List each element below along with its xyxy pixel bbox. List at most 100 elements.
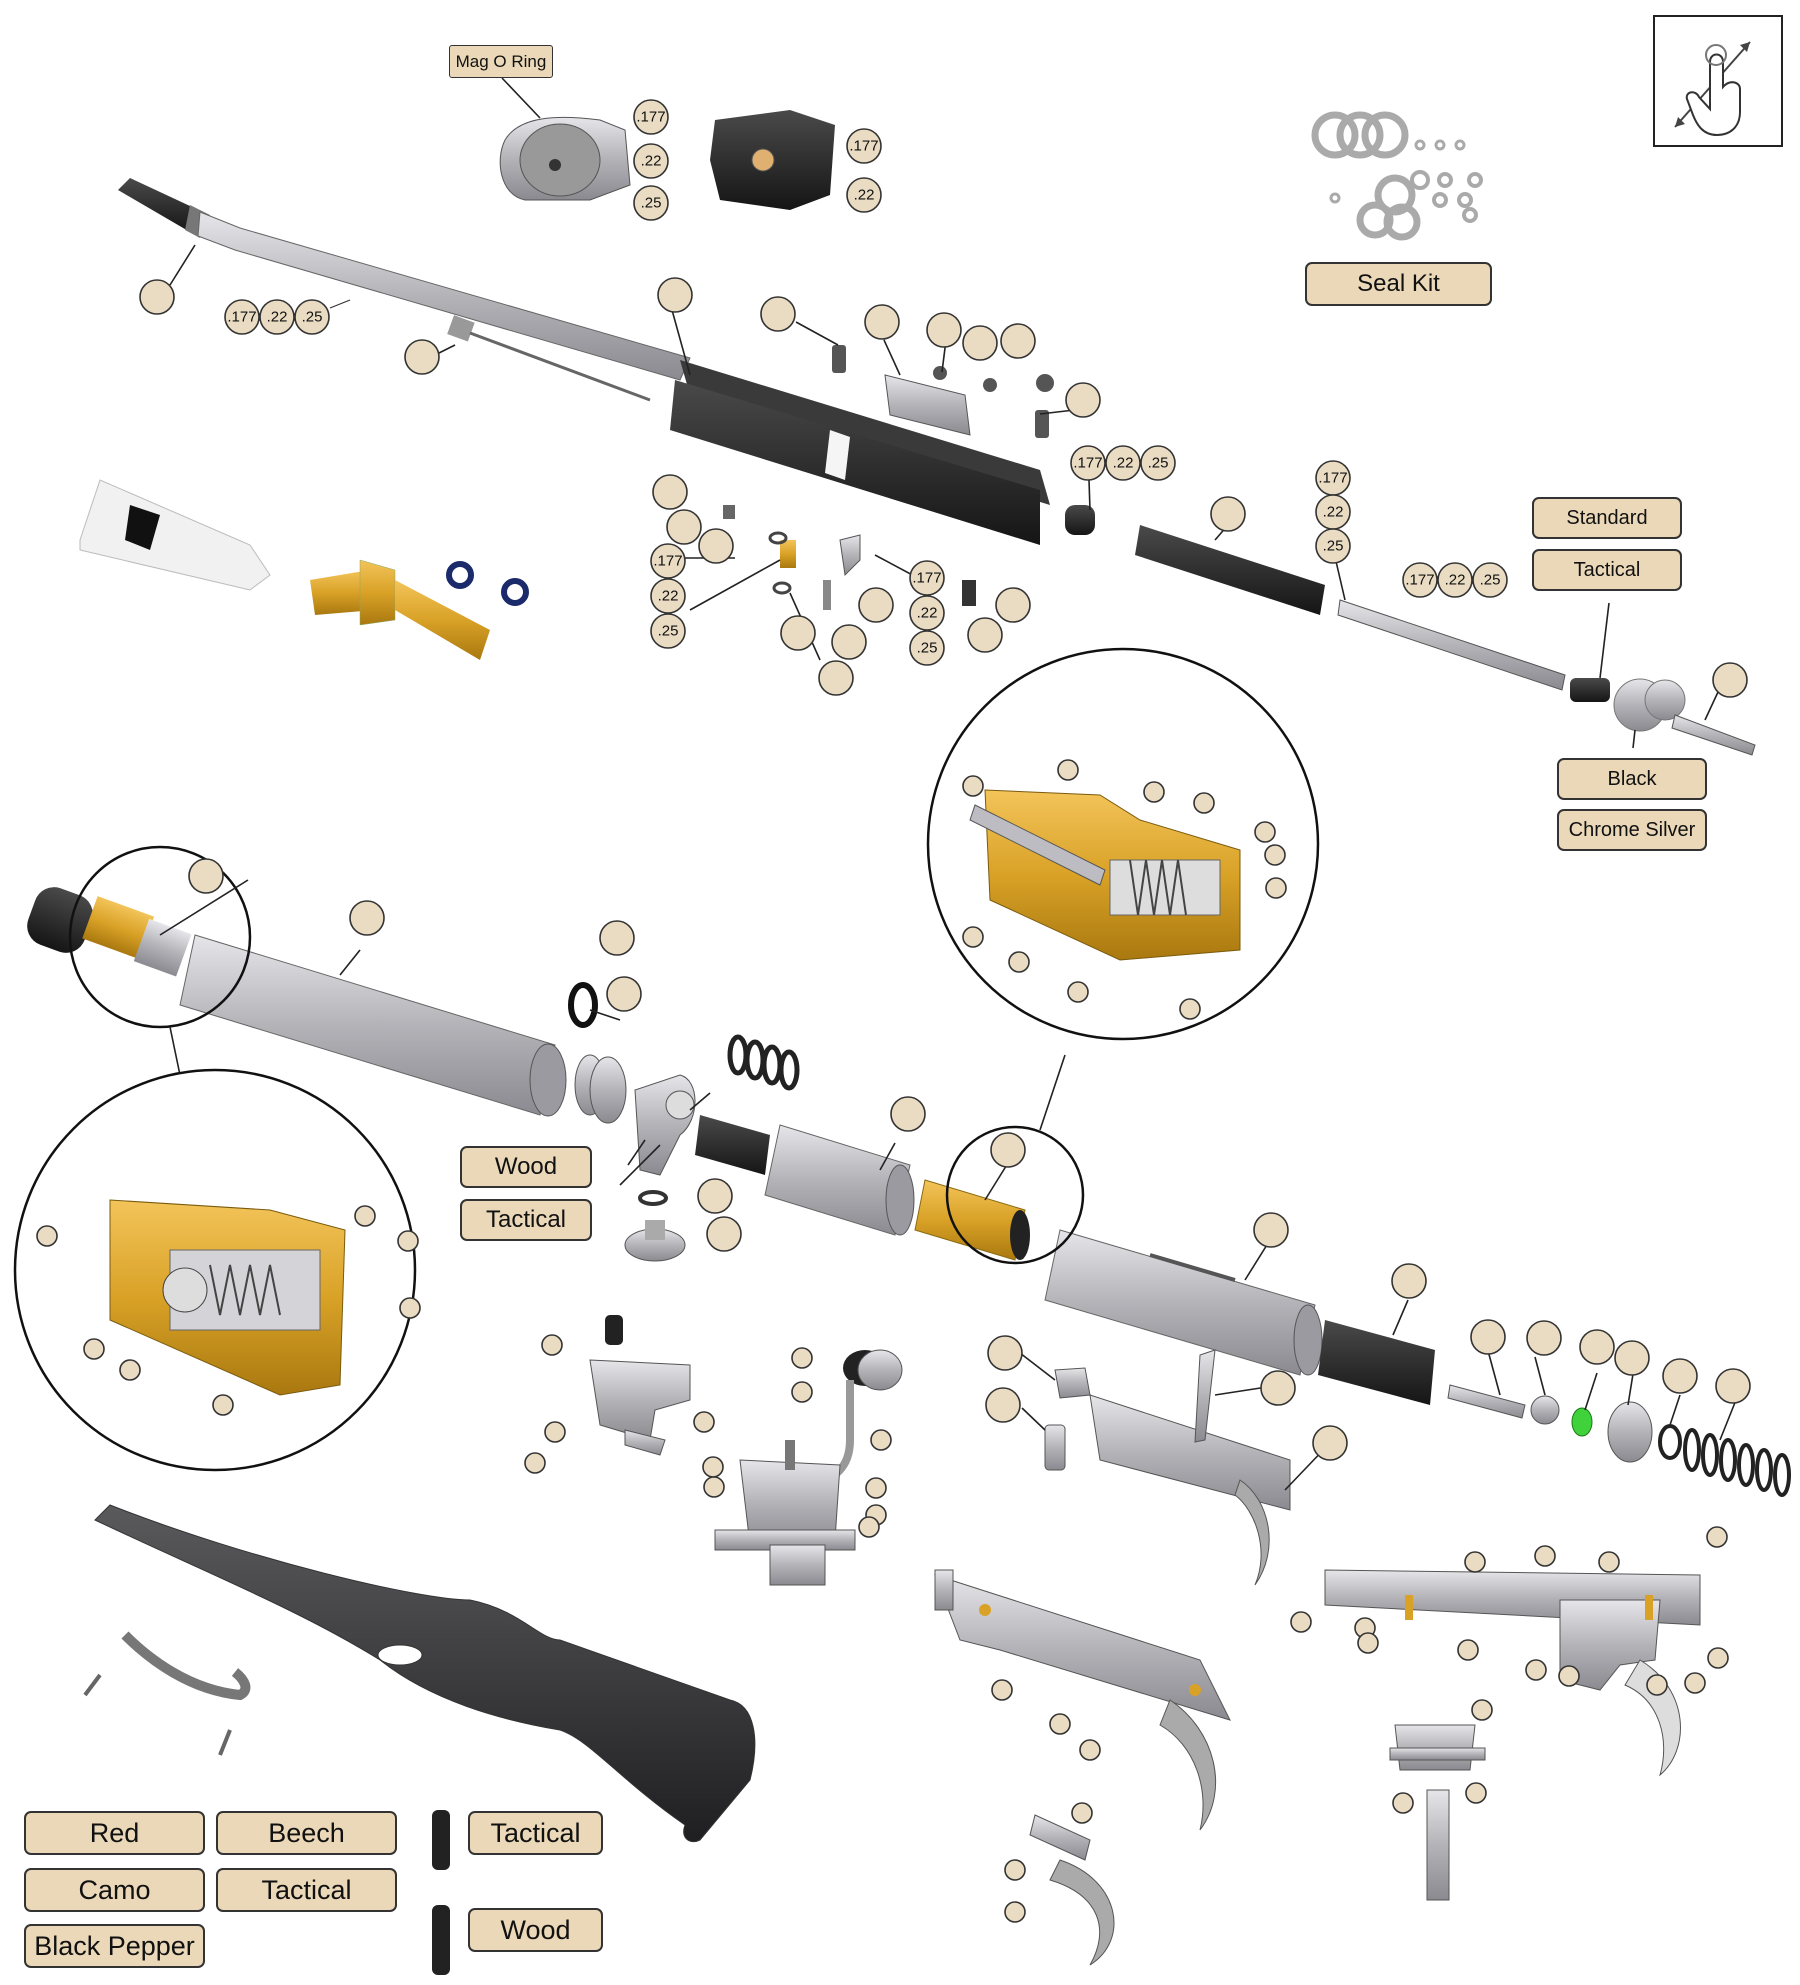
magazine-housing-part[interactable]	[710, 110, 835, 210]
bolt-sleeve[interactable]	[1135, 525, 1325, 615]
part-callout[interactable]	[1179, 998, 1201, 1020]
safety-catch[interactable]	[589, 1315, 691, 1456]
caliber-callout-c22[interactable]	[650, 578, 686, 614]
part-callout[interactable]	[962, 325, 998, 361]
part-callout[interactable]	[599, 920, 635, 956]
hammer-rod-parts[interactable]	[1447, 1384, 1682, 1463]
rifle-stock[interactable]	[94, 1504, 756, 1843]
part-callout[interactable]	[1707, 1647, 1729, 1669]
rail-clamp[interactable]	[884, 374, 971, 436]
label-stock-tactical[interactable]: Tactical	[216, 1868, 397, 1912]
label-seal-kit[interactable]: Seal Kit	[1305, 262, 1492, 306]
trigger-sear-block[interactable]	[1389, 1724, 1486, 1901]
part-callout[interactable]	[666, 509, 702, 545]
part-callout[interactable]	[1464, 1551, 1486, 1573]
probe-rod[interactable]	[1337, 599, 1566, 691]
valve-springs[interactable]	[727, 1034, 800, 1091]
cylinder-end-cap[interactable]	[22, 882, 192, 977]
touch-zoom-hint[interactable]	[1653, 15, 1783, 147]
part-callout[interactable]	[83, 1338, 105, 1360]
part-callout[interactable]	[990, 1132, 1026, 1168]
part-callout[interactable]	[760, 296, 796, 332]
trigger-guard[interactable]	[83, 1631, 251, 1756]
part-callout[interactable]	[697, 1178, 733, 1214]
receiver-block[interactable]	[670, 360, 1050, 545]
part-callout[interactable]	[1646, 1674, 1668, 1696]
part-callout[interactable]	[1067, 981, 1089, 1003]
trigger-adjuster-assembly[interactable]	[714, 1349, 903, 1586]
caliber-callout-c22[interactable]	[1315, 494, 1351, 530]
label-stock-camo[interactable]: Camo	[24, 1868, 205, 1912]
trigger-unit-exploded[interactable]	[1044, 1349, 1291, 1586]
label-wood-knob[interactable]: Wood	[460, 1146, 592, 1188]
part-callout[interactable]	[698, 528, 734, 564]
part-callout[interactable]	[1465, 1782, 1487, 1804]
part-callout[interactable]	[1614, 1340, 1650, 1376]
label-mag-o-ring[interactable]: Mag O Ring	[449, 45, 553, 78]
bolt-handle[interactable]	[1570, 678, 1756, 756]
caliber-callout-c177[interactable]	[1315, 460, 1351, 496]
part-callout[interactable]	[349, 900, 385, 936]
part-callout[interactable]	[864, 304, 900, 340]
part-callout[interactable]	[1049, 1713, 1071, 1735]
label-screw-wood[interactable]: Wood	[468, 1908, 603, 1952]
part-callout[interactable]	[1457, 1639, 1479, 1661]
part-callout[interactable]	[1715, 1368, 1751, 1404]
caliber-callout-c25[interactable]	[633, 185, 669, 221]
part-callout[interactable]	[987, 1335, 1023, 1371]
caliber-callout-c22[interactable]	[1105, 445, 1141, 481]
valve-body-brass[interactable]	[914, 1179, 1030, 1261]
caliber-callout-c177[interactable]	[1402, 562, 1438, 598]
part-callout[interactable]	[1071, 1802, 1093, 1824]
part-callout[interactable]	[991, 1679, 1013, 1701]
caliber-callout-c25[interactable]	[1315, 528, 1351, 564]
part-callout[interactable]	[404, 339, 440, 375]
part-callout[interactable]	[703, 1476, 725, 1498]
pressure-knob[interactable]	[624, 1190, 686, 1262]
part-callout[interactable]	[1684, 1672, 1706, 1694]
part-callout[interactable]	[1210, 496, 1246, 532]
stock-screws[interactable]	[432, 1810, 450, 1975]
part-callout[interactable]	[791, 1381, 813, 1403]
caliber-callout-c177[interactable]	[909, 560, 945, 596]
part-callout[interactable]	[1290, 1611, 1312, 1633]
air-cylinder[interactable]	[179, 934, 567, 1117]
caliber-callout-c177[interactable]	[224, 299, 260, 335]
label-stock-red[interactable]: Red	[24, 1811, 205, 1855]
part-callout[interactable]	[702, 1456, 724, 1478]
part-callout[interactable]	[139, 279, 175, 315]
part-callout[interactable]	[1706, 1526, 1728, 1548]
caliber-callout-c22[interactable]	[909, 595, 945, 631]
part-callout[interactable]	[870, 1429, 892, 1451]
part-callout[interactable]	[780, 615, 816, 651]
part-callout[interactable]	[397, 1230, 419, 1252]
part-callout[interactable]	[791, 1347, 813, 1369]
part-callout[interactable]	[926, 312, 962, 348]
part-callout[interactable]	[693, 1411, 715, 1433]
magazine-part[interactable]	[499, 116, 631, 201]
part-callout[interactable]	[399, 1297, 421, 1319]
part-callout[interactable]	[1265, 877, 1287, 899]
part-callout[interactable]	[1392, 1792, 1414, 1814]
trigger-assembled-left[interactable]	[934, 1569, 1231, 1831]
part-callout[interactable]	[985, 1387, 1021, 1423]
label-stock-beech[interactable]: Beech	[216, 1811, 397, 1855]
part-callout[interactable]	[657, 277, 693, 313]
part-callout[interactable]	[119, 1359, 141, 1381]
label-screw-tactical[interactable]: Tactical	[468, 1811, 603, 1855]
part-callout[interactable]	[1525, 1659, 1547, 1681]
caliber-callout-c22[interactable]	[846, 177, 882, 213]
part-callout[interactable]	[831, 624, 867, 660]
part-callout[interactable]	[1057, 759, 1079, 781]
part-callout[interactable]	[1254, 821, 1276, 843]
hammer-spring[interactable]	[1683, 1428, 1791, 1497]
part-callout[interactable]	[1471, 1699, 1493, 1721]
part-callout[interactable]	[1662, 1358, 1698, 1394]
part-callout[interactable]	[1312, 1425, 1348, 1461]
caliber-callout-c25[interactable]	[294, 299, 330, 335]
part-callout[interactable]	[995, 587, 1031, 623]
label-standard[interactable]: Standard	[1532, 497, 1682, 539]
caliber-callout-c25[interactable]	[650, 613, 686, 649]
part-callout[interactable]	[1264, 844, 1286, 866]
caliber-callout-c25[interactable]	[1472, 562, 1508, 598]
